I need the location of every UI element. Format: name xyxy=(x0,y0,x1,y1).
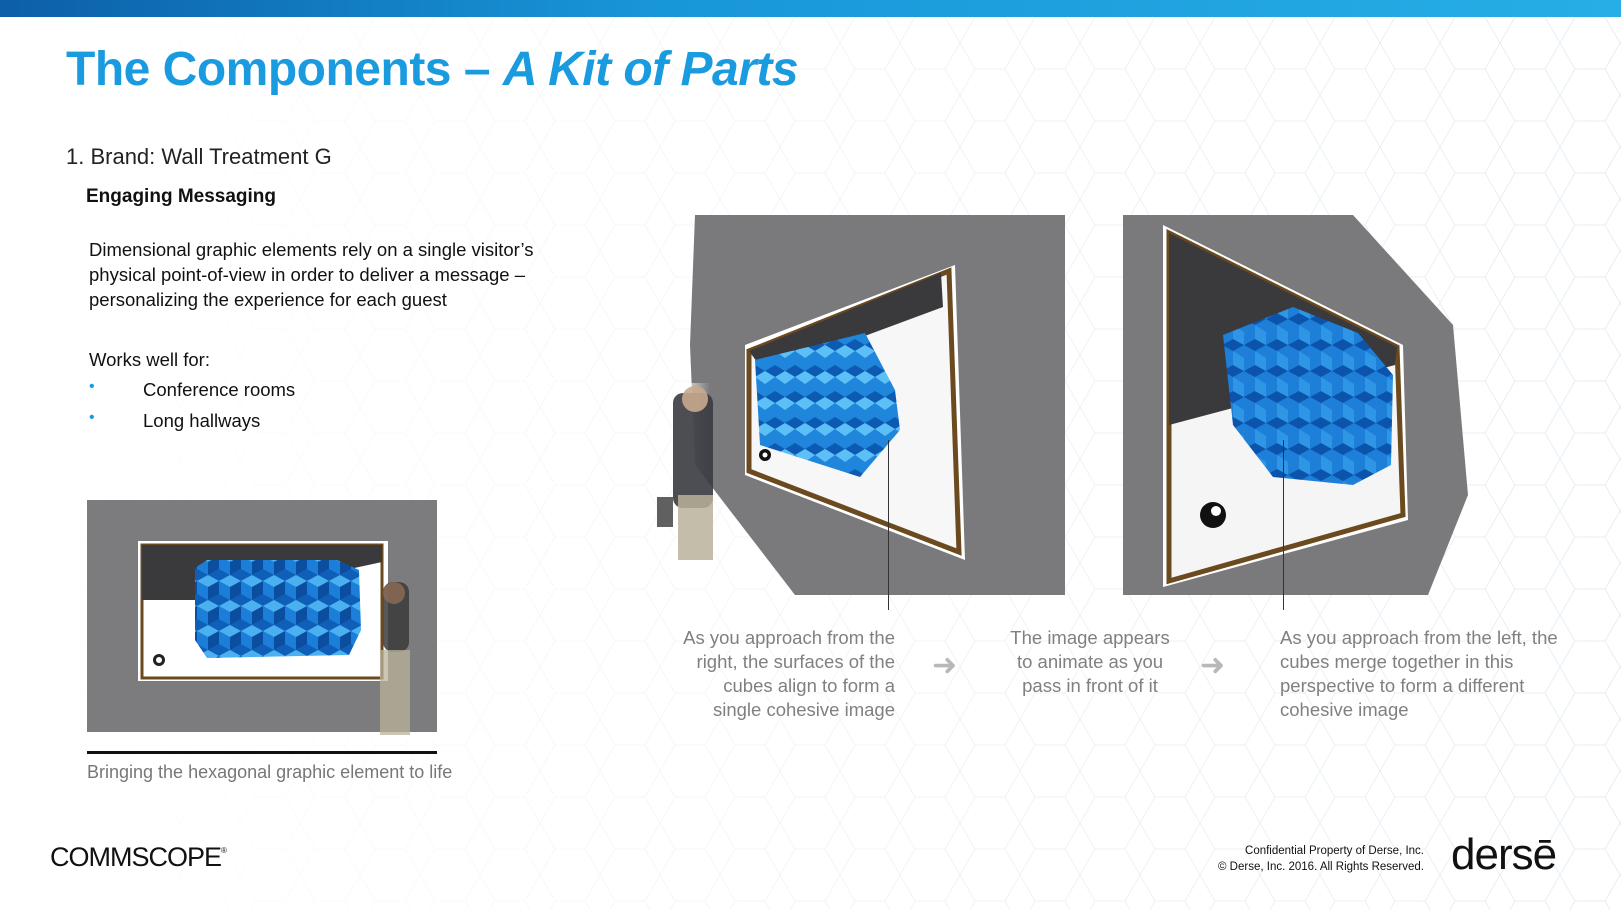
works-well-label: Works well for: xyxy=(89,349,210,370)
bullet-icon: • xyxy=(89,378,95,395)
confidential-line-1: Confidential Property of Derse, Inc. xyxy=(1245,845,1424,857)
registered-mark: ® xyxy=(221,846,227,855)
description-text: Dimensional graphic elements rely on a s… xyxy=(89,239,534,310)
section-heading: 1. Brand: Wall Treatment G xyxy=(66,144,332,169)
callout-line-left xyxy=(1283,440,1284,610)
front-view-render xyxy=(87,500,437,738)
derse-logo: dersē xyxy=(1451,830,1557,879)
bullet-icon: • xyxy=(89,409,95,426)
confidential-line-2: © Derse, Inc. 2016. All Rights Reserved. xyxy=(1218,861,1424,873)
top-accent-bar xyxy=(0,0,1621,17)
arrow-right-icon: ➜ xyxy=(1200,649,1226,682)
right-approach-render xyxy=(657,215,1065,595)
list-item-label: Conference rooms xyxy=(143,379,296,400)
confidential-notice: Confidential Property of Derse, Inc. © D… xyxy=(1218,843,1424,875)
step-animate: The image appears to animate as you pass… xyxy=(1010,627,1170,696)
commscope-logo-text: COMMSCOPE xyxy=(50,842,222,872)
list-item-label: Long hallways xyxy=(143,410,261,431)
arrow-right-icon: ➜ xyxy=(932,649,958,682)
step-right-approach: As you approach from the right, the surf… xyxy=(683,627,895,720)
image-caption: Bringing the hexagonal graphic element t… xyxy=(87,762,453,782)
step-left-approach: As you approach from the left, the cubes… xyxy=(1280,627,1558,720)
commscope-logo: COMMSCOPE® xyxy=(50,842,227,873)
left-approach-render xyxy=(1123,215,1468,595)
title-italic: A Kit of Parts xyxy=(502,43,799,96)
list-item: • Long hallways xyxy=(89,409,295,441)
subheading: Engaging Messaging xyxy=(86,186,277,207)
use-case-list: • Conference rooms • Long hallways xyxy=(89,378,296,441)
callout-line-right xyxy=(888,440,889,610)
page-title: The Components – A Kit of Parts xyxy=(66,42,799,97)
list-item: • Conference rooms xyxy=(89,378,296,410)
image-divider xyxy=(87,751,437,754)
title-main: The Components – xyxy=(66,43,503,96)
